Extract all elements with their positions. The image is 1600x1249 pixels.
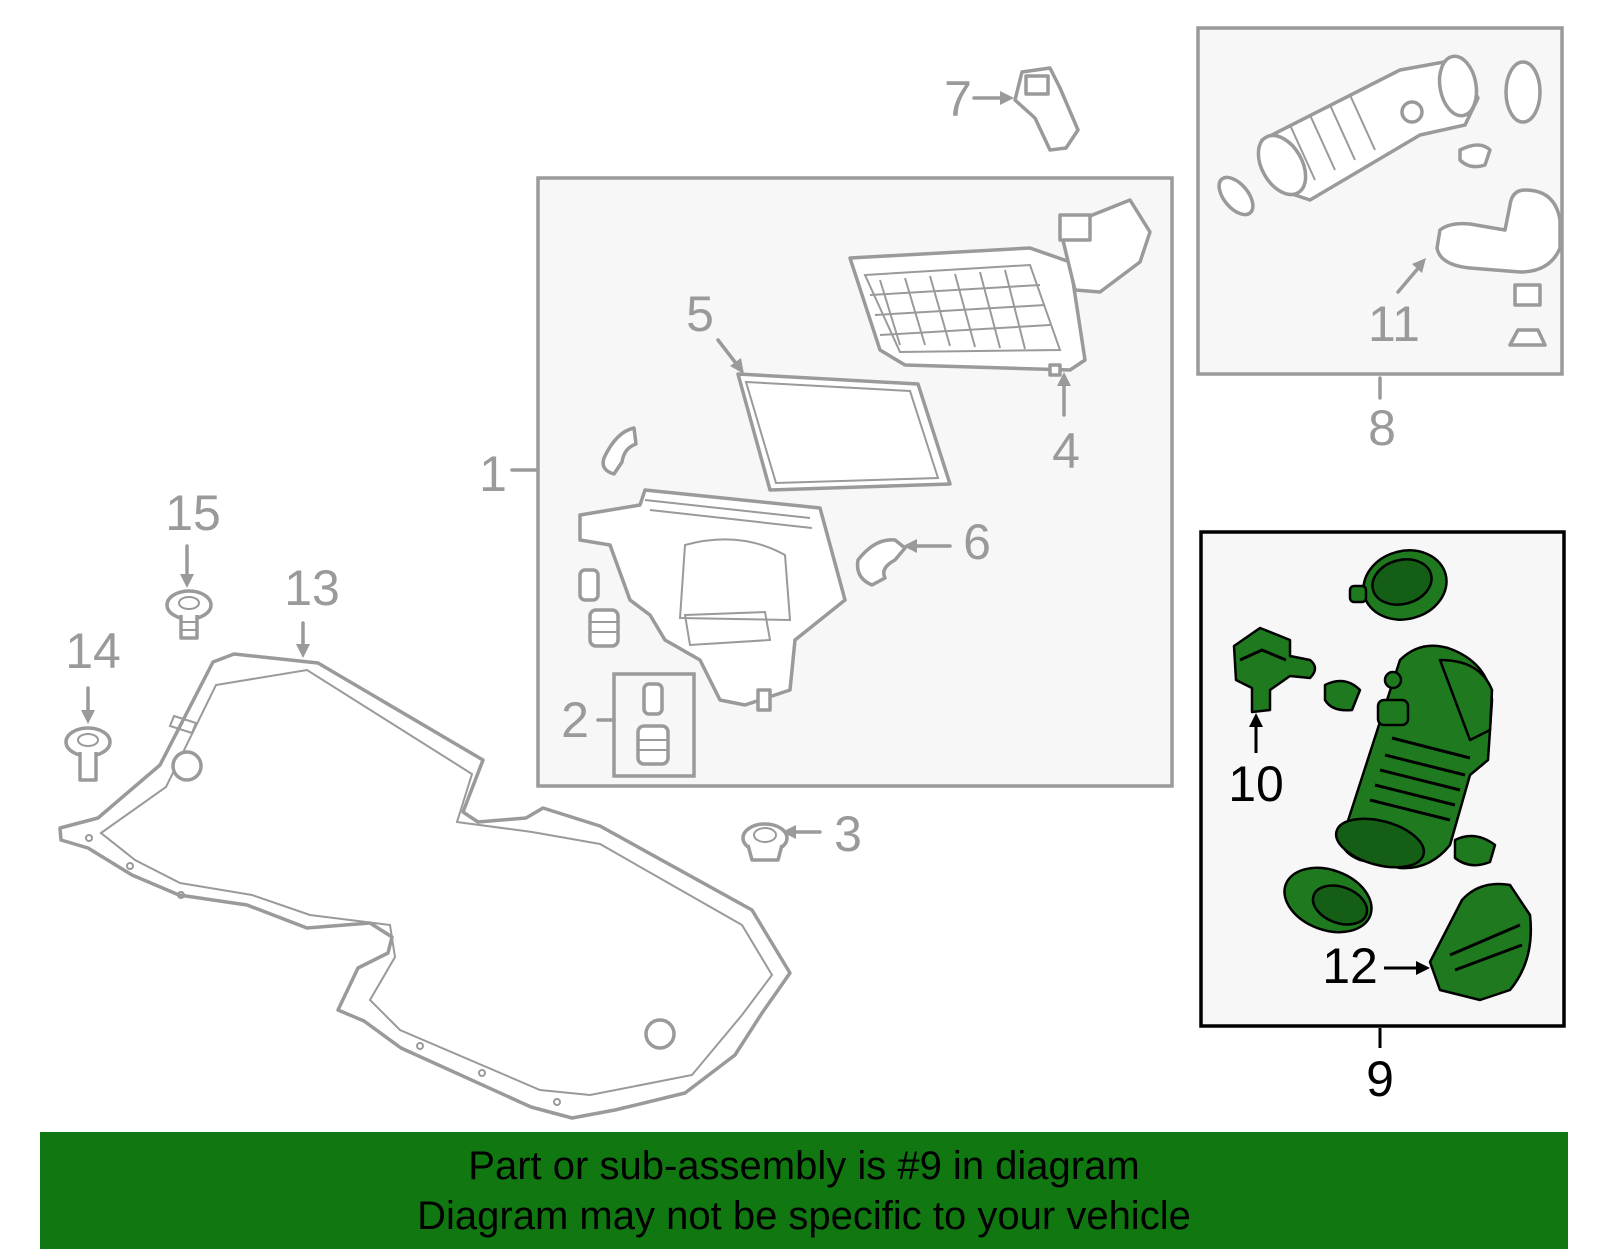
grommet-kit-part-2[interactable] — [612, 672, 696, 778]
push-pin-part-14[interactable] — [64, 726, 112, 782]
air-cleaner-housing-lower[interactable] — [578, 488, 847, 712]
info-banner: Part or sub-assembly is #9 in diagram Di… — [40, 1132, 1568, 1249]
airflow-sensor-part-7[interactable] — [1013, 66, 1080, 152]
bracket-part-6[interactable] — [855, 538, 907, 587]
callout-7: 7 — [944, 71, 972, 127]
callout-4: 4 — [1052, 423, 1080, 479]
callout-3: 3 — [834, 806, 862, 862]
callout-9: 9 — [1366, 1051, 1394, 1107]
callout-1: 1 — [479, 446, 507, 502]
callout-10: 10 — [1228, 756, 1284, 812]
callout-15: 15 — [165, 485, 221, 541]
clip-part[interactable] — [601, 426, 638, 476]
intake-hose-part-8[interactable] — [1213, 53, 1542, 220]
callout-5: 5 — [686, 286, 714, 342]
callout-11: 11 — [1368, 296, 1420, 352]
grommet-part-3[interactable] — [741, 822, 789, 862]
callout-6: 6 — [963, 514, 991, 570]
grommet-lower[interactable] — [588, 608, 620, 648]
callout-8: 8 — [1368, 400, 1396, 456]
callout-labels: 1 2 3 4 5 6 7 8 9 10 11 12 13 14 15 — [65, 71, 1420, 1107]
resonator-part-12[interactable] — [1428, 882, 1533, 1002]
elbow-hose-part-11[interactable] — [1435, 188, 1562, 347]
banner-line-1: Part or sub-assembly is #9 in diagram — [468, 1144, 1140, 1188]
sensor-part-10[interactable] — [1232, 626, 1317, 714]
callout-14: 14 — [65, 623, 121, 679]
air-filter-part-5[interactable] — [736, 372, 952, 492]
under-cover-part-13[interactable] — [58, 652, 792, 1120]
banner-line-2: Diagram may not be specific to your vehi… — [417, 1194, 1191, 1238]
callout-13: 13 — [284, 560, 340, 616]
leader-lines — [81, 91, 1430, 1048]
grommet-upper[interactable] — [578, 568, 600, 602]
bolt-part-15[interactable] — [165, 589, 213, 640]
callout-2: 2 — [561, 692, 589, 748]
air-cleaner-cover-part-4[interactable] — [848, 198, 1152, 377]
callout-12: 12 — [1322, 938, 1378, 994]
hose-assembly-part-9[interactable] — [1275, 541, 1497, 943]
